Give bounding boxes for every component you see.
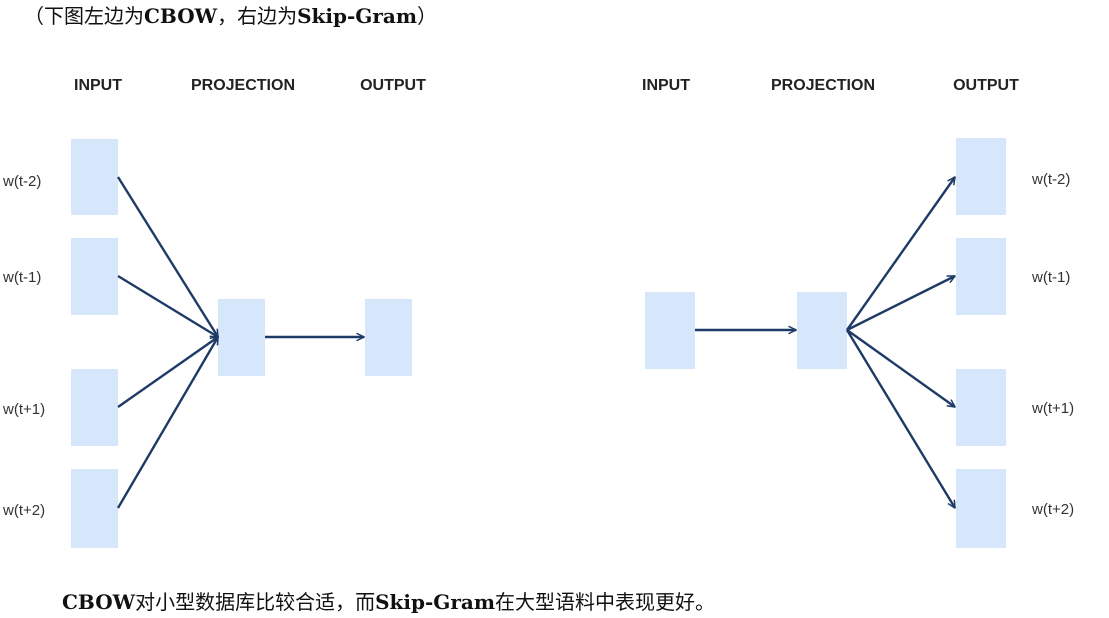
skipgram-output-header: OUTPUT — [953, 77, 1019, 94]
cbow-input-node-t+2 — [71, 469, 118, 548]
cbow-arrow-t-2-to-projection — [116, 176, 220, 337]
skipgram-output-label-t+1: w(t+1) — [1031, 400, 1074, 417]
skipgram-output-label-t+2: w(t+2) — [1031, 501, 1074, 518]
skipgram-output-node-t+2 — [956, 469, 1006, 548]
skipgram-output-label-t-1: w(t-1) — [1031, 269, 1070, 286]
bottom-caption-part2: 在大型语料中表现更好。 — [495, 590, 715, 614]
skipgram-arrow-projection-to-t-1 — [846, 274, 955, 332]
skipgram-output-node-t-2 — [956, 138, 1006, 215]
cbow-input-label-t-1: w(t-1) — [2, 269, 41, 286]
cbow-input-label-t+1: w(t+1) — [2, 401, 45, 418]
cbow-diagram: INPUT PROJECTION OUTPUT w(t-2) w(t-1) w(… — [2, 77, 426, 548]
skipgram-input-node — [645, 292, 695, 369]
bottom-caption-skipgram: Skip-Gram — [375, 590, 495, 614]
skipgram-input-header: INPUT — [642, 77, 690, 94]
skipgram-projection-node — [797, 292, 847, 369]
cbow-input-label-t-2: w(t-2) — [2, 173, 41, 190]
bottom-caption-part1: 对小型数据库比较合适，而 — [135, 590, 376, 614]
cbow-arrow-t-1-to-projection — [117, 274, 218, 339]
cbow-input-label-t+2: w(t+2) — [2, 502, 45, 519]
bottom-caption-cbow: CBOW — [62, 590, 136, 614]
skipgram-arrow-projection-to-t-2 — [846, 177, 956, 331]
cbow-input-node-t-1 — [71, 238, 118, 315]
top-caption-close-paren: ） — [417, 4, 437, 28]
cbow-input-header: INPUT — [74, 77, 122, 94]
skipgram-output-label-t-2: w(t-2) — [1031, 171, 1070, 188]
cbow-input-node-t-2 — [71, 139, 118, 215]
top-caption: （下图左边为CBOW，右边为Skip-Gram） — [24, 2, 437, 30]
cbow-projection-node — [218, 299, 265, 376]
cbow-output-node — [365, 299, 412, 376]
skipgram-output-node-t-1 — [956, 238, 1006, 315]
top-caption-skipgram: Skip-Gram — [297, 4, 417, 28]
cbow-arrow-t+2-to-projection — [116, 337, 220, 509]
top-caption-cbow: CBOW — [144, 4, 218, 28]
cbow-input-node-t+1 — [71, 369, 118, 446]
skipgram-diagram: INPUT PROJECTION OUTPUT w(t-2) w(t-1) w(… — [642, 77, 1074, 548]
cbow-projection-header: PROJECTION — [191, 77, 295, 94]
skipgram-arrow-projection-to-t+1 — [846, 329, 955, 408]
skipgram-output-node-t+1 — [956, 369, 1006, 446]
cbow-arrow-t+1-to-projection — [117, 336, 218, 408]
skipgram-projection-header: PROJECTION — [771, 77, 875, 94]
top-caption-part2: ，右边为 — [217, 4, 298, 28]
bottom-caption: CBOW对小型数据库比较合适，而Skip-Gram在大型语料中表现更好。 — [62, 588, 715, 616]
top-caption-open-paren: （ — [24, 4, 44, 28]
top-caption-part1: 下图左边为 — [44, 4, 144, 28]
skipgram-arrow-projection-to-t+2 — [845, 329, 957, 508]
cbow-output-header: OUTPUT — [360, 77, 426, 94]
